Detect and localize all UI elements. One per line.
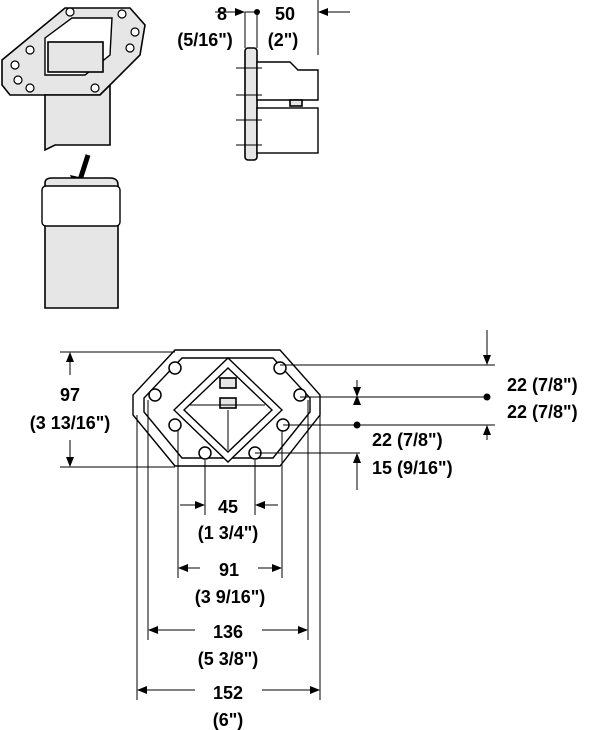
dim-50: 50 — [275, 4, 295, 24]
dim-136-inch: (5 3/8") — [198, 649, 259, 669]
dim-45-inch: (1 3/4") — [198, 523, 259, 543]
dim-97-inch: (3 13/16") — [30, 413, 111, 433]
bracket-isometric — [1, 7, 146, 152]
dim-91-inch: (3 9/16") — [195, 587, 266, 607]
dim-right-1: 22 (7/8") — [507, 375, 578, 395]
dim-right-2: 22 (7/8") — [507, 402, 578, 422]
dim-50-inch: (2") — [268, 30, 299, 50]
profile-tube — [41, 177, 121, 309]
dim-152-inch: (6") — [213, 710, 244, 730]
side-view — [215, 0, 350, 161]
dim-8: 8 — [217, 4, 227, 24]
dim-right-4: 15 (9/16") — [372, 458, 453, 478]
dimension-lines — [60, 330, 495, 700]
dim-right-3: 22 (7/8") — [372, 430, 443, 450]
dim-152: 152 — [213, 683, 243, 703]
dim-8-inch: (5/16") — [177, 30, 233, 50]
dim-97: 97 — [60, 385, 80, 405]
dim-136: 136 — [213, 622, 243, 642]
plate-plan-view — [132, 349, 321, 467]
dim-45: 45 — [218, 497, 238, 517]
dim-91: 91 — [219, 560, 239, 580]
